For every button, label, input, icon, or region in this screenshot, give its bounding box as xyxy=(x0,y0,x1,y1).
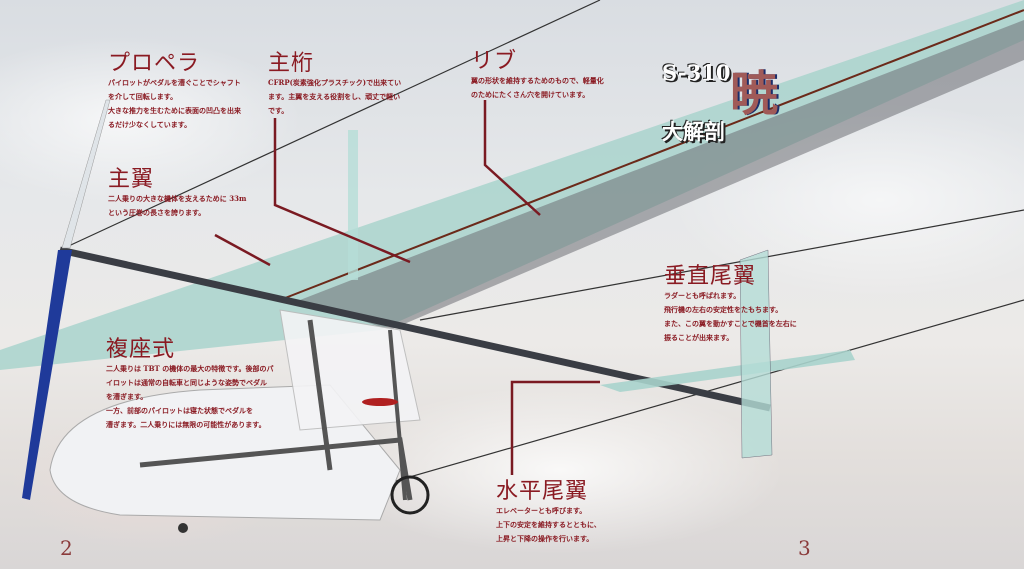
section-body: 翼の形状を維持するためのもので、軽量化 のためにたくさん穴を開けています。 xyxy=(471,76,604,99)
aircraft-code: S-310 xyxy=(662,60,731,85)
wire xyxy=(419,209,1024,321)
frame-strut xyxy=(388,329,407,501)
wire xyxy=(59,0,601,251)
fin-post xyxy=(348,130,358,280)
leader-horizontal-tail xyxy=(510,380,600,475)
wire xyxy=(329,299,1024,501)
leader-main-spar xyxy=(273,118,411,264)
section-body: エレベーターとも呼びます。 上下の安定を維持するとともに、 上昇と下降の操作を行… xyxy=(496,506,601,543)
section-heading: 水平尾翼 xyxy=(496,479,589,504)
front-wheel xyxy=(178,523,188,533)
wheel xyxy=(390,475,430,515)
main-wing xyxy=(0,0,1024,370)
section-heading: リブ xyxy=(471,49,518,74)
seat xyxy=(362,398,398,406)
section-body: 二人乗りは TBT の機体の最大の特徴です。後部のパ イロットは通常の自転車と同… xyxy=(106,364,274,429)
page-number-left: 2 xyxy=(60,536,73,560)
section-heading: 主桁 xyxy=(268,51,315,76)
section-horizontal-tail: 水平尾翼 エレベーターとも呼びます。 上下の安定を維持するとともに、 上昇と下降… xyxy=(496,480,601,546)
section-tandem-seat: 複座式 二人乗りは TBT の機体の最大の特徴です。後部のパ イロットは通常の自… xyxy=(106,338,274,432)
section-vertical-tail: 垂直尾翼 ラダーとも呼ばれます。 飛行機の左右の安定性をたもちます。 また、この… xyxy=(664,265,797,345)
page-number-right: 3 xyxy=(798,536,811,560)
vertical-tail xyxy=(739,249,773,459)
leader-rib xyxy=(483,100,541,216)
section-propeller: プロペラ パイロットがペダルを漕ぐことでシャフト を介して回転します。 大きな推… xyxy=(108,52,241,132)
section-body: ラダーとも呼ばれます。 飛行機の左右の安定性をたもちます。 また、この翼を動かす… xyxy=(664,291,797,342)
section-main-spar: 主桁 CFRP(炭素強化プラスチック)で出来てい ます。主翼を支える役割をし、頑… xyxy=(268,52,401,118)
leader-main-wing xyxy=(214,233,271,267)
section-heading: 主翼 xyxy=(108,167,155,192)
section-body: パイロットがペダルを漕ぐことでシャフト を介して回転します。 大きな推力を生むた… xyxy=(108,78,241,129)
horizontal-tail xyxy=(600,350,855,392)
propeller-upper xyxy=(61,99,111,249)
frame-strut xyxy=(307,319,333,471)
wing-ribs xyxy=(300,20,1024,330)
feature-subtitle: 大解剖 xyxy=(662,119,725,144)
section-body: 二人乗りの大きな機体を支えるために 33m という圧巻の長さを誇ります。 xyxy=(108,194,247,217)
section-main-wing: 主翼 二人乗りの大きな機体を支えるために 33m という圧巻の長さを誇ります。 xyxy=(108,168,246,220)
aircraft-name: 暁 xyxy=(730,66,779,122)
section-body: CFRP(炭素強化プラスチック)で出来てい ます。主翼を支える役割をし、頑丈で軽… xyxy=(268,78,402,115)
propeller xyxy=(22,250,72,500)
section-heading: 垂直尾翼 xyxy=(664,264,757,289)
main-spar xyxy=(279,9,1024,301)
feature-title: S-310 暁 大解剖 xyxy=(662,60,778,144)
section-rib: リブ 翼の形状を維持するためのもので、軽量化 のためにたくさん穴を開けています。 xyxy=(471,50,604,102)
section-heading: プロペラ xyxy=(108,51,201,76)
section-heading: 複座式 xyxy=(106,337,176,362)
